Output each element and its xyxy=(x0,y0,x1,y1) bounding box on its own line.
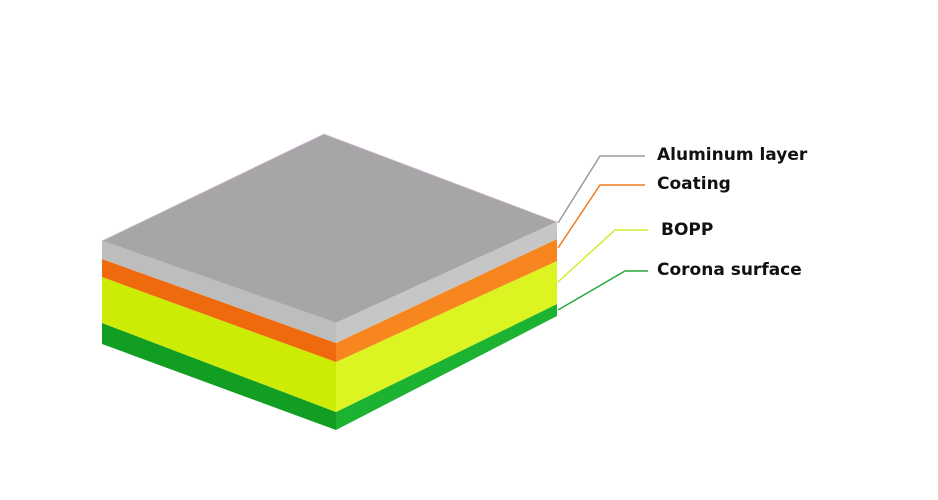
aluminum-leader-line xyxy=(557,155,645,224)
aluminum-front-face xyxy=(102,241,336,343)
bopp-layer xyxy=(102,261,557,412)
coating-side-face xyxy=(336,239,557,362)
coating-leader-line xyxy=(557,184,645,249)
aluminum-layer-label: Aluminum layer xyxy=(657,145,808,165)
bopp-front-face xyxy=(102,277,336,412)
corona-surface-label: Corona surface xyxy=(657,260,802,280)
bopp-side-face xyxy=(336,261,557,412)
coating-label: Coating xyxy=(657,174,731,194)
corona-front-face xyxy=(102,323,336,430)
corona-leader-line xyxy=(557,270,648,311)
corona-surface-layer xyxy=(102,304,557,430)
coating-front-face xyxy=(102,259,336,362)
aluminum-layer xyxy=(100,133,559,343)
bopp-label: BOPP xyxy=(661,220,714,240)
corona-side-face xyxy=(336,304,557,430)
coating-layer xyxy=(102,239,557,362)
bopp-leader-line xyxy=(557,229,648,283)
aluminum-side-face xyxy=(336,222,557,343)
